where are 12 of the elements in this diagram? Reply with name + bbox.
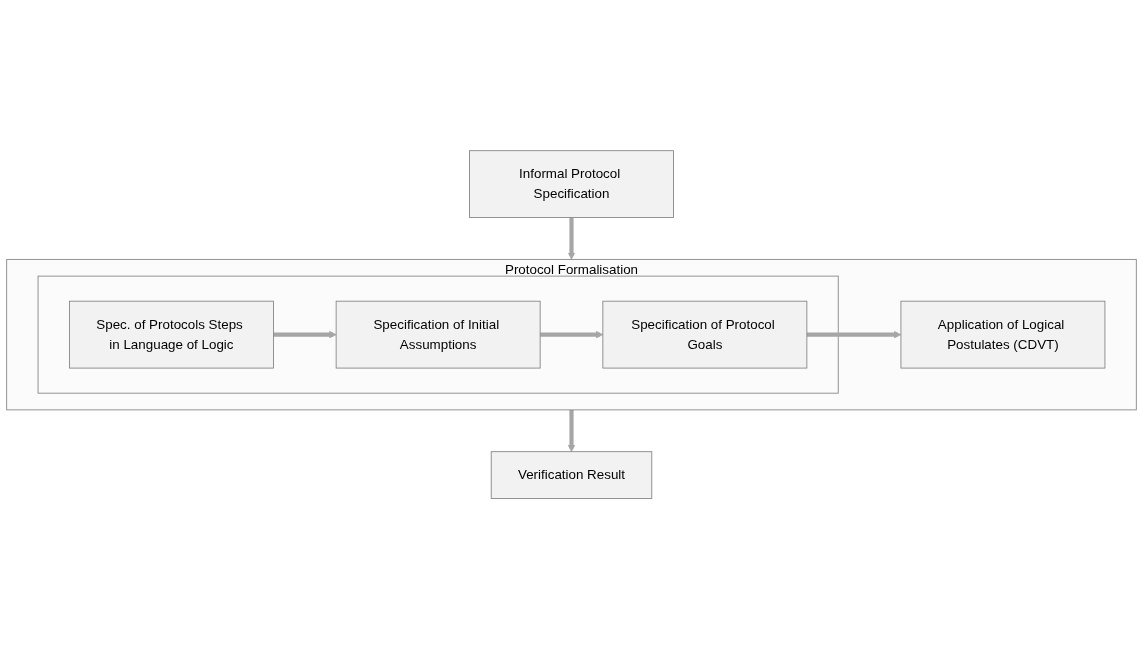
node-box: Verification Result bbox=[490, 451, 653, 500]
arrow bbox=[567, 217, 576, 261]
arrow bbox=[806, 331, 902, 339]
arrow bbox=[567, 410, 576, 453]
arrow bbox=[273, 331, 337, 339]
node-box: Specification of Initial Assumptions bbox=[335, 301, 541, 369]
node-box: Informal Protocol Specification bbox=[469, 150, 674, 219]
cluster bbox=[37, 276, 839, 394]
node-box: Application of Logical Postulates (CDVT) bbox=[900, 301, 1106, 369]
node-box: Spec. of Protocols Steps in Language of Logic bbox=[69, 301, 274, 369]
arrow bbox=[540, 331, 604, 339]
node-box: Specification of Protocol Goals bbox=[602, 301, 808, 369]
